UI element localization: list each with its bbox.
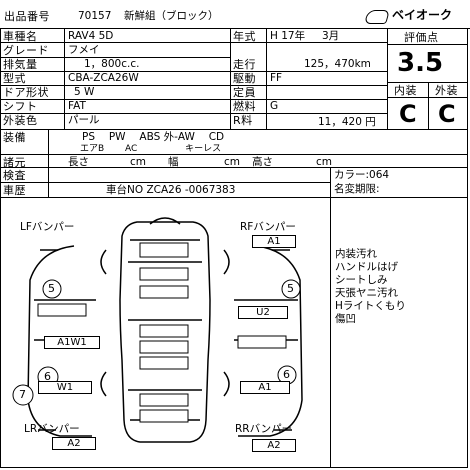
tire-rr-number: 6: [283, 368, 290, 381]
color-label: 外装色: [3, 114, 38, 127]
brand-logo-icon: [364, 10, 390, 24]
grade-value: フメイ: [68, 44, 100, 56]
exterior-label: 外装: [435, 84, 458, 97]
width-unit: cm: [224, 156, 241, 168]
lot-number: 70157: [78, 10, 112, 22]
fuel-label: 燃料: [233, 100, 256, 113]
month-value: 3月: [322, 30, 340, 42]
mileage-value: 125，470km: [304, 58, 371, 70]
length-label: 長さ: [68, 156, 89, 168]
score-label: 評価点: [404, 31, 439, 44]
name-change-deadline: 名変期限:: [334, 183, 380, 195]
length-unit: cm: [130, 156, 147, 168]
tire-lr-number: 6: [44, 370, 51, 383]
chassis-number: 車台NO ZCA26 -0067383: [106, 184, 236, 196]
history-label: 車歴: [3, 184, 26, 197]
rr-bumper-code: A2: [252, 439, 296, 452]
right-door-code: U2: [238, 306, 288, 319]
right-rear-code: A1: [240, 381, 290, 394]
equipment-label: 装備: [3, 131, 26, 144]
lr-bumper-code: A2: [52, 437, 96, 450]
shift-label: シフト: [3, 100, 38, 113]
equipment-line-2: エアB AC キーレス: [80, 144, 222, 154]
note-line: 内装汚れ: [335, 248, 377, 260]
exterior-grade: C: [438, 100, 456, 128]
left-rear-code: W1: [38, 381, 92, 394]
displacement-label: 排気量: [3, 58, 38, 71]
lot-label: 出品番号: [4, 10, 50, 23]
dimensions-label: 諸元: [3, 156, 26, 169]
lf-bumper-label: LFバンパー: [20, 221, 75, 233]
price-label: R料: [233, 114, 253, 127]
equipment-line-1: PS PW ABS 外-AW CD: [82, 131, 225, 143]
tire-rf-number: 5: [287, 282, 294, 295]
note-line: 天張ヤニ汚れ: [335, 287, 398, 299]
note-line: シートしみ: [335, 274, 388, 286]
spare-tire-circle: [12, 384, 34, 406]
tire-lf-number: 5: [48, 282, 55, 295]
doors-value: 5 W: [74, 86, 95, 98]
displacement-value: 1，800c.c.: [84, 58, 140, 70]
fuel-value: G: [270, 100, 279, 112]
left-door-code: A1W1: [44, 336, 100, 349]
type-label: 型式: [3, 72, 26, 85]
note-line: ハンドルはげ: [335, 261, 398, 273]
doors-label: ドア形状: [3, 86, 49, 99]
height-unit: cm: [316, 156, 333, 168]
interior-grade: C: [399, 100, 417, 128]
rf-bumper-label: RFバンパー: [240, 221, 296, 233]
drive-value: FF: [270, 72, 283, 84]
model-label: 車種名: [3, 30, 38, 43]
rr-bumper-label: RRバンパー: [235, 423, 293, 435]
price-value: 11，420 円: [318, 116, 376, 128]
grade-label: グレード: [3, 44, 49, 57]
width-label: 幅: [168, 156, 179, 168]
year-label: 年式: [233, 30, 256, 43]
lot-note: 新鮮組（ブロック）: [124, 10, 219, 22]
color-value: パール: [68, 114, 100, 126]
shift-value: FAT: [68, 100, 86, 112]
year-value: H 17年: [270, 30, 306, 42]
model-value: RAV4 5D: [68, 30, 114, 42]
note-line: 傷凹: [335, 313, 356, 325]
inspector-notes: 内装汚れ ハンドルはげ シートしみ 天張ヤニ汚れ Hライトくもり 傷凹: [335, 248, 406, 326]
color-code: カラー:064: [334, 169, 390, 181]
capacity-label: 定員: [233, 86, 256, 99]
drive-label: 駆動: [233, 72, 256, 85]
score-value: 3.5: [397, 48, 444, 78]
lr-bumper-label: LRバンパー: [24, 423, 80, 435]
height-label: 高さ: [252, 156, 273, 168]
type-value: CBA-ZCA26W: [68, 72, 139, 84]
rf-bumper-code: A1: [252, 235, 296, 248]
spare-tire-number: 7: [19, 388, 26, 401]
tire-lf-circle: [42, 279, 62, 299]
interior-label: 内装: [394, 84, 417, 97]
mileage-label: 走行: [233, 58, 256, 71]
brand-logo: ベイオーク: [392, 8, 453, 22]
inspection-label: 検査: [3, 169, 26, 182]
car-outline: [27, 217, 303, 443]
note-line: Hライトくもり: [335, 300, 406, 312]
tire-rf-circle: [281, 279, 301, 299]
